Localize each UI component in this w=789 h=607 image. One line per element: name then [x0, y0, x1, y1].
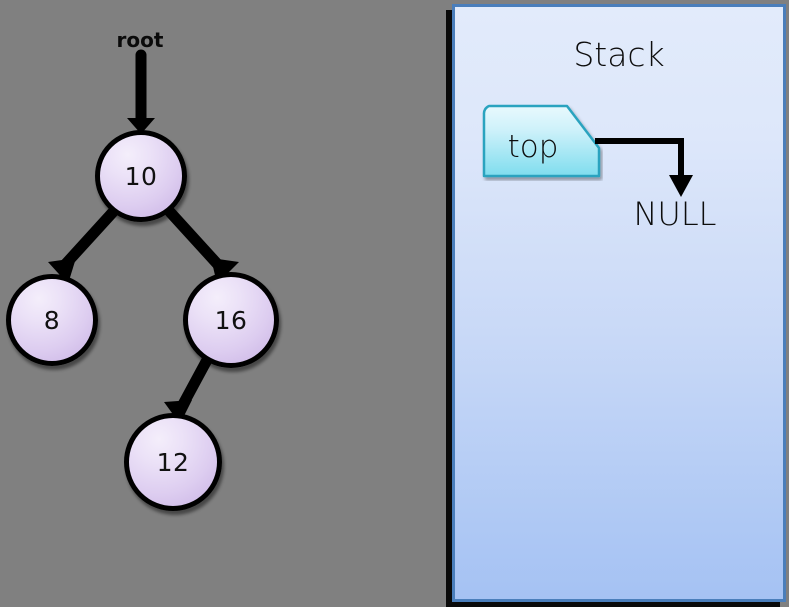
tree-node-value: 8: [43, 305, 61, 335]
top-pointer-label: top: [507, 129, 559, 165]
tree-node-value: 16: [214, 305, 248, 335]
stack-title: Stack: [573, 35, 665, 74]
tree-node-8[interactable]: 8: [6, 274, 98, 366]
edge-16-to-12: [164, 354, 213, 424]
stack-panel: Stack top: [452, 4, 786, 602]
tree-node-value: 10: [124, 161, 158, 191]
tree-edges: [48, 49, 239, 424]
edge-root-to-10: [127, 49, 155, 134]
tree-node-12[interactable]: 12: [124, 413, 222, 511]
edge-10-to-8: [48, 206, 119, 284]
tree-node-value: 12: [156, 447, 190, 477]
root-pointer-label: root: [116, 28, 164, 52]
tree-node-16[interactable]: 16: [183, 272, 279, 368]
top-to-null-arrow: [595, 138, 693, 197]
binary-tree-panel: root: [6, 28, 279, 511]
tree-node-10[interactable]: 10: [95, 130, 187, 222]
null-label: NULL: [633, 195, 717, 233]
top-pointer-shape[interactable]: [481, 103, 603, 181]
